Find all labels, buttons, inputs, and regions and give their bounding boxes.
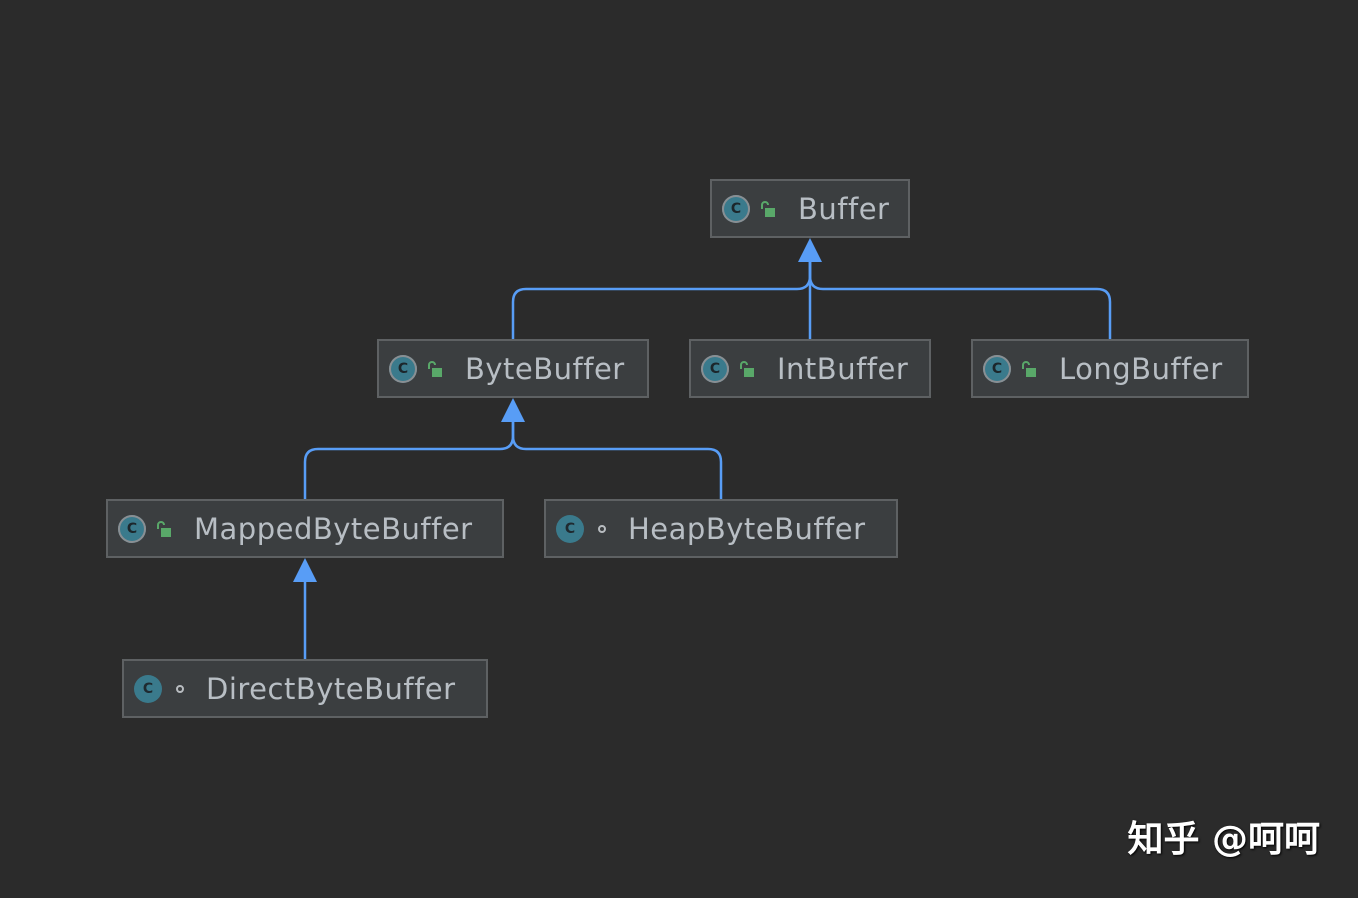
unlocked-public-icon <box>428 360 442 377</box>
inheritance-arrowhead <box>293 558 317 582</box>
node-mappedbytebuffer[interactable]: C MappedByteBuffer <box>106 499 504 558</box>
node-label: ByteBuffer <box>465 351 625 386</box>
node-label: IntBuffer <box>777 351 909 386</box>
edge-heapbytebuffer-to-bytebuffer <box>511 420 723 499</box>
unlocked-public-icon <box>1022 360 1036 377</box>
node-label: HeapByteBuffer <box>628 511 866 546</box>
node-label: DirectByteBuffer <box>206 671 456 706</box>
package-private-icon <box>598 524 606 533</box>
watermark: 知乎 @呵呵 <box>1127 819 1320 860</box>
node-heapbytebuffer[interactable]: C HeapByteBuffer <box>544 499 898 558</box>
node-directbytebuffer[interactable]: C DirectByteBuffer <box>122 659 488 718</box>
node-longbuffer[interactable]: C LongBuffer <box>971 339 1249 398</box>
edge-mappedbytebuffer-to-bytebuffer <box>303 420 515 499</box>
unlocked-public-icon <box>761 200 775 217</box>
unlocked-public-icon <box>157 520 171 537</box>
inheritance-arrowhead <box>501 398 525 422</box>
abstract-class-icon: C <box>701 354 729 383</box>
node-bytebuffer[interactable]: C ByteBuffer <box>377 339 649 398</box>
node-label: MappedByteBuffer <box>194 511 473 546</box>
node-label: LongBuffer <box>1059 351 1223 386</box>
node-intbuffer[interactable]: C IntBuffer <box>689 339 931 398</box>
node-buffer[interactable]: C Buffer <box>710 179 910 238</box>
abstract-class-icon: C <box>389 354 417 383</box>
abstract-class-icon: C <box>722 194 750 223</box>
edge-bytebuffer-to-buffer <box>511 260 812 339</box>
class-icon: C <box>134 674 162 703</box>
inheritance-arrowhead <box>798 238 822 262</box>
package-private-icon <box>176 684 184 693</box>
node-label: Buffer <box>798 191 890 226</box>
abstract-class-icon: C <box>983 354 1011 383</box>
abstract-class-icon: C <box>118 514 146 543</box>
edge-longbuffer-to-buffer <box>808 260 1112 339</box>
class-icon: C <box>556 514 584 543</box>
unlocked-public-icon <box>740 360 754 377</box>
